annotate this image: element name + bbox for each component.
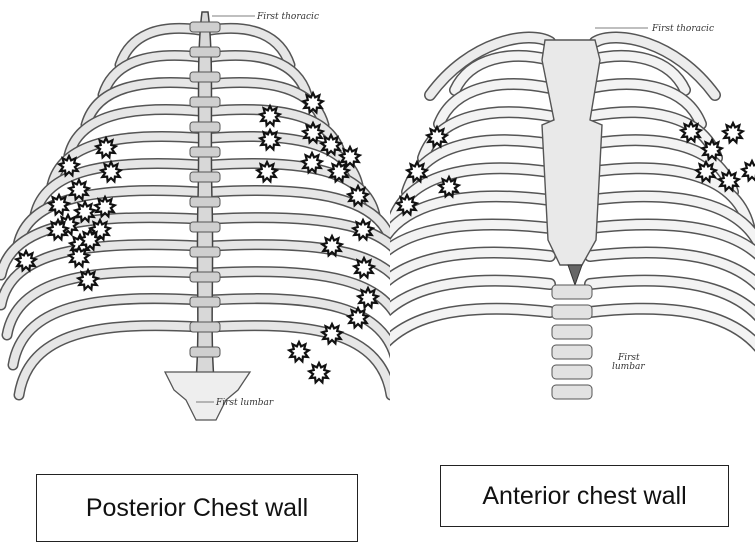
posterior-vertebra: [190, 47, 220, 57]
posterior-vertebra: [190, 22, 220, 32]
posterior-pain-marker: [257, 162, 277, 181]
posterior-pain-marker: [289, 342, 309, 361]
posterior-rib-cage-svg: First thoracic First lumbar: [0, 0, 390, 440]
anterior-vertebra: [552, 325, 592, 339]
posterior-first-lumbar-label: First lumbar: [215, 398, 274, 408]
posterior-pain-marker: [260, 130, 280, 149]
anterior-lumbar-label: lumbar: [612, 362, 645, 372]
anterior-rib-left-inner: [390, 309, 550, 396]
posterior-vertebra: [190, 97, 220, 107]
posterior-first-thoracic-label: First thoracic: [256, 12, 319, 22]
anterior-vertebra: [552, 345, 592, 359]
posterior-sacrum: [165, 372, 250, 420]
posterior-vertebra: [190, 147, 220, 157]
posterior-vertebra: [190, 347, 220, 357]
posterior-vertebra: [190, 272, 220, 282]
anterior-rib-cage-svg: First thoracic First lumbar: [390, 0, 755, 440]
anterior-sternum: [542, 40, 602, 285]
posterior-vertebra: [190, 72, 220, 82]
posterior-pain-marker: [309, 363, 329, 382]
anterior-rib-right-inner: [590, 309, 755, 396]
anterior-rib-cage-illustration: First thoracic First lumbar: [390, 0, 755, 440]
posterior-pain-marker: [354, 258, 374, 277]
posterior-caption-box: Posterior Chest wall: [36, 474, 358, 542]
anterior-vertebra: [552, 285, 592, 299]
anterior-caption-text: Anterior chest wall: [482, 482, 686, 511]
posterior-pain-marker: [96, 138, 116, 157]
posterior-pain-marker: [78, 270, 98, 289]
posterior-vertebra: [190, 122, 220, 132]
anterior-vertebra: [552, 365, 592, 379]
posterior-vertebra: [190, 197, 220, 207]
anterior-pain-marker: [742, 161, 755, 180]
posterior-vertebra: [190, 222, 220, 232]
anterior-vertebra: [552, 305, 592, 319]
posterior-rib-cage-illustration: First thoracic First lumbar: [0, 0, 390, 440]
posterior-vertebra: [190, 247, 220, 257]
posterior-vertebra: [190, 172, 220, 182]
posterior-pain-marker: [69, 247, 89, 266]
anterior-caption-box: Anterior chest wall: [440, 465, 729, 527]
posterior-pain-marker: [260, 106, 280, 125]
posterior-vertebra: [190, 297, 220, 307]
anterior-pain-marker: [723, 123, 743, 142]
anterior-vertebrae: [552, 285, 592, 399]
anterior-vertebra: [552, 385, 592, 399]
anterior-first-thoracic-label: First thoracic: [651, 24, 714, 34]
posterior-pain-marker: [358, 288, 378, 307]
posterior-pain-marker: [101, 162, 121, 181]
posterior-vertebra: [190, 322, 220, 332]
posterior-caption-text: Posterior Chest wall: [86, 494, 308, 523]
posterior-pain-marker: [48, 220, 68, 239]
